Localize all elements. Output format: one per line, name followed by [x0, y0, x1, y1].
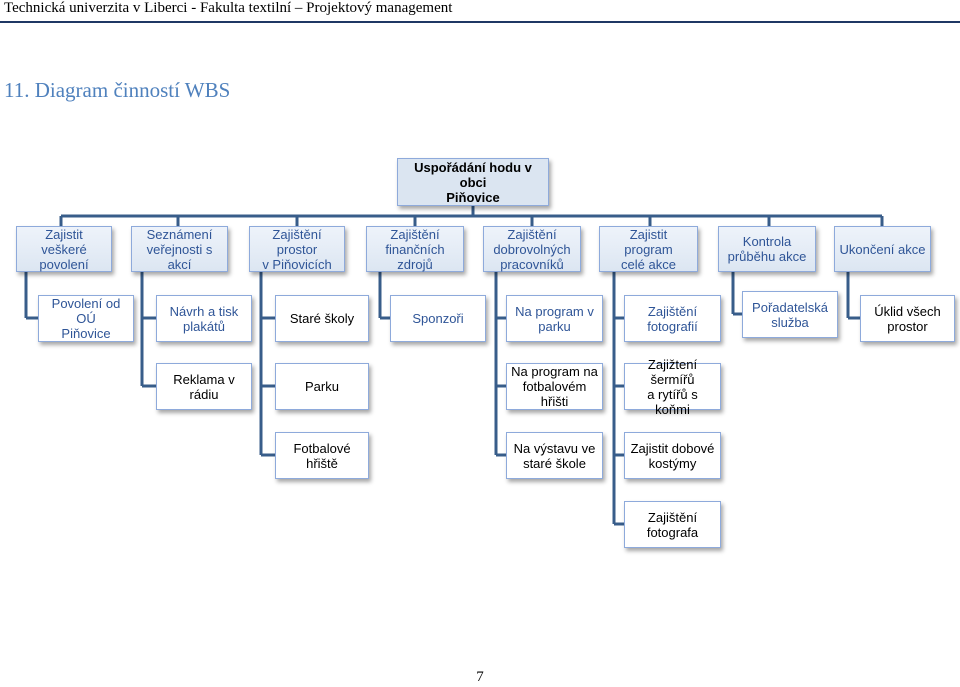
wbs-task-permit-office: Povolení od OÚ Piňovice	[38, 295, 134, 342]
wbs-branch-publicity: Seznámení veřejnosti s akcí	[131, 226, 228, 272]
wbs-task-park-program: Na program v parku	[506, 295, 603, 342]
section-title: 11. Diagram činností WBS	[4, 78, 231, 102]
wbs-task-football-field: Fotbalové hřiště	[275, 432, 369, 479]
wbs-task-football-program: Na program na fotbalovém hřišti	[506, 363, 603, 410]
wbs-task-school-exhibition: Na výstavu ve staré škole	[506, 432, 603, 479]
page-number: 7	[476, 669, 484, 685]
wbs-branch-monitoring: Kontrola průběhu akce	[718, 226, 816, 272]
wbs-task-fencers-knights: Zajižtení šermířů a rytířů s koňmi	[624, 357, 721, 417]
wbs-task-cleanup: Úklid všech prostor	[860, 295, 955, 342]
wbs-branch-funding: Zajištění finančních zdrojů	[366, 226, 464, 272]
wbs-task-sponsors: Sponzoři	[390, 295, 486, 342]
wbs-task-poster-design: Návrh a tisk plakátů	[156, 295, 252, 342]
wbs-task-period-costumes: Zajistit dobové kostýmy	[624, 432, 721, 479]
wbs-root-node: Uspořádání hodu v obci Piňovice	[397, 158, 549, 206]
wbs-task-security-service: Pořadatelská služba	[742, 291, 838, 338]
wbs-task-radio-ad: Reklama v rádiu	[156, 363, 252, 410]
wbs-branch-permits: Zajistit veškeré povolení	[16, 226, 112, 272]
header-rule	[0, 21, 960, 23]
wbs-task-photos: Zajištění fotografií	[624, 295, 721, 342]
wbs-task-photographer: Zajištění fotografa	[624, 501, 721, 548]
wbs-branch-volunteers: Zajištění dobrovolných pracovníků	[483, 226, 581, 272]
wbs-branch-closing: Ukončení akce	[834, 226, 931, 272]
wbs-task-old-school: Staré školy	[275, 295, 369, 342]
wbs-branch-venues: Zajištění prostor v Piňovicích	[249, 226, 345, 272]
wbs-task-park: Parku	[275, 363, 369, 410]
wbs-branch-program: Zajistit program celé akce	[599, 226, 698, 272]
document-header: Technická univerzita v Liberci - Fakulta…	[4, 0, 453, 16]
